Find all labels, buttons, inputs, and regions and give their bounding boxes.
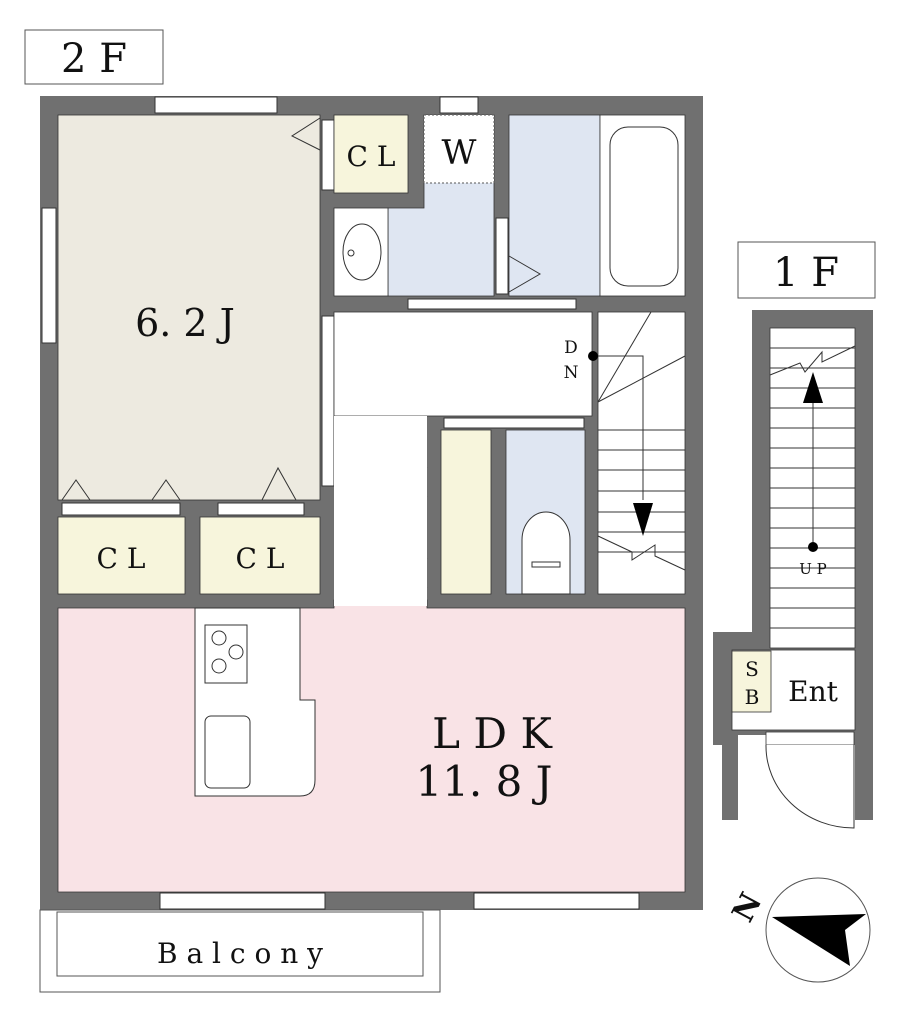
closet-top	[333, 114, 409, 194]
kitchen-counter	[194, 607, 316, 797]
svg-text:C L: C L	[97, 542, 146, 575]
north-arrow-icon	[772, 914, 866, 966]
floor-label-2f: 2 F	[24, 29, 164, 85]
svg-text:D: D	[564, 338, 578, 358]
svg-text:11. 8 J: 11. 8 J	[415, 757, 552, 806]
svg-text:N: N	[726, 887, 770, 928]
svg-text:W: W	[442, 133, 477, 173]
svg-text:S: S	[745, 657, 759, 681]
ldk-room	[57, 599, 686, 893]
svg-text:B a l c o n y: B a l c o n y	[157, 937, 323, 970]
balcony: B a l c o n y	[39, 909, 441, 993]
washer-space	[423, 114, 495, 184]
svg-text:L D K: L D K	[432, 709, 553, 758]
stove-burner-icon	[211, 630, 227, 646]
window	[154, 96, 278, 114]
bathroom	[508, 114, 601, 297]
svg-text:1 F: 1 F	[773, 250, 839, 296]
arrow-down-icon	[633, 503, 653, 536]
window	[159, 892, 326, 910]
svg-text:2 F: 2 F	[61, 36, 127, 82]
entrance-door[interactable]	[765, 744, 855, 829]
storage	[440, 429, 492, 595]
window	[41, 207, 57, 344]
svg-text:C L: C L	[236, 542, 285, 575]
toilet-icon	[521, 511, 571, 595]
closet-right	[199, 516, 321, 595]
svg-text:U P: U P	[799, 560, 827, 578]
window	[473, 892, 640, 910]
staircase-2f: D N	[564, 311, 686, 595]
western-room	[57, 114, 321, 501]
window	[439, 96, 479, 114]
bathtub-icon	[609, 126, 679, 287]
hallway	[333, 311, 593, 417]
svg-text:Ent: Ent	[788, 675, 838, 708]
svg-text:C L: C L	[347, 140, 396, 173]
closet-left	[57, 516, 186, 595]
compass: N	[726, 877, 871, 983]
staircase-1f: U P	[769, 327, 856, 649]
western-room-label: 6. 2 J	[135, 301, 235, 345]
floor-label-1f: 1 F	[737, 241, 876, 299]
svg-text:N: N	[564, 363, 579, 383]
svg-text:B: B	[745, 685, 760, 709]
sink-icon	[342, 223, 382, 281]
arrow-up-icon	[803, 372, 823, 403]
shoe-box	[731, 650, 772, 713]
kitchen-sink-icon	[204, 715, 251, 789]
